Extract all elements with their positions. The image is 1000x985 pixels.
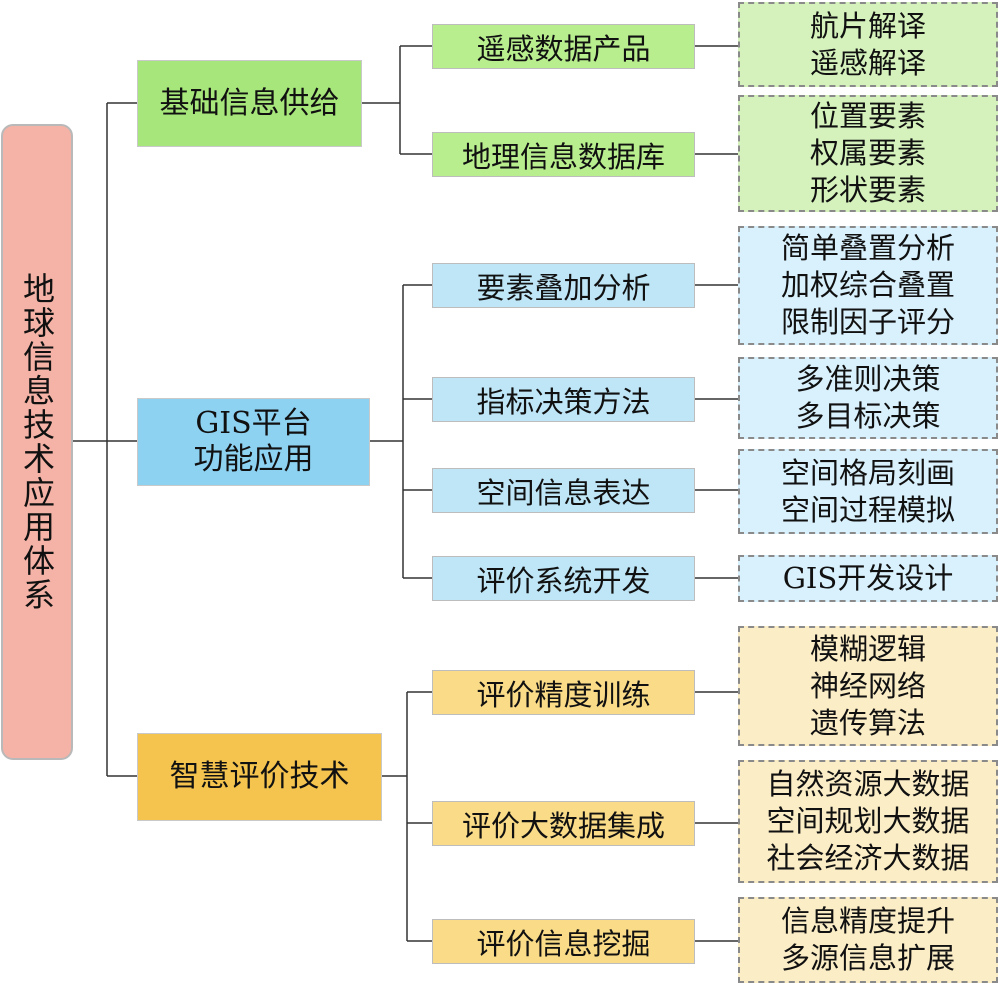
subcategory-label: 空间信息表达	[476, 475, 651, 510]
leaf-item: 遗传算法	[809, 705, 926, 740]
leaf-item: 空间过程模拟	[780, 492, 955, 527]
leaf-item: 简单叠置分析	[780, 231, 955, 265]
subcategory-system-development: 评价系统开发	[432, 556, 695, 601]
subcategory-label: 指标决策方法	[476, 384, 651, 419]
leaf-spatial-expression: 空间格局刻画 空间过程模拟	[738, 449, 998, 534]
root-node: 地球信息技术应用体系	[1, 124, 73, 760]
leaf-info-mining: 信息精度提升 多源信息扩展	[738, 897, 998, 983]
leaf-item: 社会经济大数据	[766, 841, 970, 875]
category-label-line1: GIS平台	[195, 406, 312, 441]
leaf-item: 航片解译	[809, 8, 926, 43]
subcategory-decision-methods: 指标决策方法	[432, 377, 695, 422]
leaf-item: 多目标决策	[795, 399, 941, 433]
subcategory-label: 评价精度训练	[476, 677, 651, 712]
category-label: 智慧评价技术	[169, 759, 350, 794]
leaf-big-data-integration: 自然资源大数据 空间规划大数据 社会经济大数据	[738, 760, 998, 883]
leaf-precision-training: 模糊逻辑 神经网络 遗传算法	[738, 626, 998, 746]
category-smart-evaluation: 智慧评价技术	[137, 733, 382, 821]
subcategory-label: 地理信息数据库	[461, 139, 665, 174]
leaf-item: 遥感解译	[809, 45, 926, 80]
leaf-item: 神经网络	[809, 668, 926, 703]
category-basic-info-supply: 基础信息供给	[137, 60, 362, 147]
leaf-item: 模糊逻辑	[809, 631, 926, 666]
subcategory-info-mining: 评价信息挖掘	[432, 919, 695, 964]
leaf-item: 限制因子评分	[780, 305, 955, 339]
subcategory-precision-training: 评价精度训练	[432, 670, 695, 715]
leaf-item: 形状要素	[809, 173, 926, 207]
subcategory-big-data-integration: 评价大数据集成	[432, 801, 695, 846]
leaf-overlay-analysis: 简单叠置分析 加权综合叠置 限制因子评分	[738, 226, 998, 345]
subcategory-remote-sensing-products: 遥感数据产品	[432, 24, 695, 69]
subcategory-overlay-analysis: 要素叠加分析	[432, 263, 695, 308]
root-label: 地球信息技术应用体系	[18, 272, 56, 612]
subcategory-label: 遥感数据产品	[476, 31, 651, 66]
leaf-item: 多准则决策	[795, 362, 941, 396]
leaf-item: 多源信息扩展	[780, 941, 955, 975]
leaf-item: 信息精度提升	[780, 904, 955, 938]
subcategory-label: 评价系统开发	[476, 563, 651, 598]
leaf-item: 权属要素	[809, 136, 926, 170]
subcategory-label: 评价信息挖掘	[476, 926, 651, 961]
category-gis-platform: GIS平台 功能应用	[137, 398, 370, 486]
leaf-item: 空间格局刻画	[780, 455, 955, 490]
category-label: 基础信息供给	[159, 85, 340, 121]
leaf-item: 自然资源大数据	[766, 767, 970, 801]
leaf-decision-methods: 多准则决策 多目标决策	[738, 357, 998, 439]
subcategory-label: 评价大数据集成	[461, 808, 665, 843]
leaf-system-development: GIS开发设计	[738, 555, 998, 602]
subcategory-geo-database: 地理信息数据库	[432, 132, 695, 177]
leaf-item: GIS开发设计	[782, 561, 954, 595]
subcategory-spatial-expression: 空间信息表达	[432, 468, 695, 513]
leaf-remote-sensing-products: 航片解译 遥感解译	[738, 2, 998, 87]
leaf-item: 位置要素	[809, 99, 926, 133]
subcategory-label: 要素叠加分析	[476, 270, 651, 305]
leaf-geo-database: 位置要素 权属要素 形状要素	[738, 95, 998, 212]
leaf-item: 空间规划大数据	[766, 804, 970, 838]
category-label-line2: 功能应用	[193, 442, 314, 477]
leaf-item: 加权综合叠置	[780, 268, 955, 302]
